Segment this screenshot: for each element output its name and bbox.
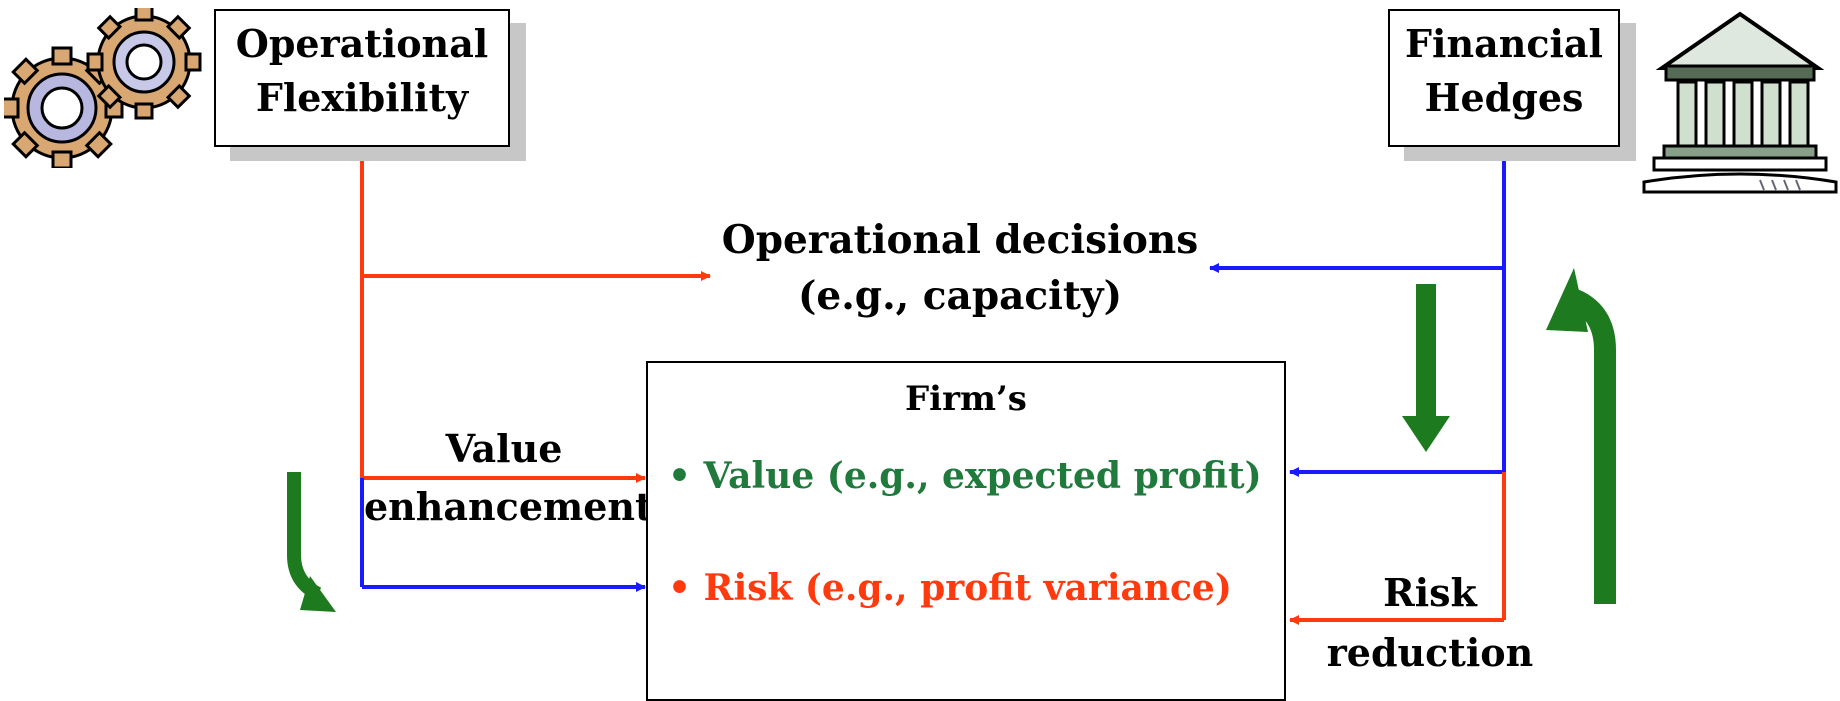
risk-reduction-line1: Risk <box>1383 570 1477 615</box>
node-financial-hedges: Financial Hedges <box>1388 9 1620 147</box>
green-small-curved-arrow <box>287 472 336 612</box>
bank-building-icon <box>1642 11 1838 194</box>
green-up-curved-arrow <box>1546 268 1616 604</box>
decisions-line2: (e.g., capacity) <box>797 273 1123 319</box>
operational-decisions: Operational decisions (e.g., capacity) <box>700 212 1220 324</box>
decisions-line1: Operational decisions <box>721 217 1199 263</box>
node-of-line1: Operational <box>235 21 489 66</box>
risk-reduction-label: Risk reduction <box>1290 563 1570 683</box>
value-enhancement-line2: enhancement <box>364 484 653 529</box>
firm-box: Firm’s • Value (e.g., expected profit) •… <box>646 361 1286 701</box>
node-fh-line2: Hedges <box>1424 75 1584 120</box>
firm-title: Firm’s <box>905 379 1027 419</box>
node-operational-flexibility: Operational Flexibility <box>214 9 510 147</box>
green-down-arrow <box>1402 284 1450 452</box>
value-enhancement-line1: Value <box>445 426 563 471</box>
value-enhancement-label: Value enhancement <box>364 420 653 536</box>
gears-icon <box>4 8 202 168</box>
firm-value-item: • Value (e.g., expected profit) <box>668 455 1262 497</box>
node-of-line2: Flexibility <box>255 75 469 120</box>
risk-reduction-line2: reduction <box>1326 630 1534 675</box>
node-fh-line1: Financial <box>1405 21 1603 66</box>
firm-risk-item: • Risk (e.g., profit variance) <box>668 567 1232 609</box>
